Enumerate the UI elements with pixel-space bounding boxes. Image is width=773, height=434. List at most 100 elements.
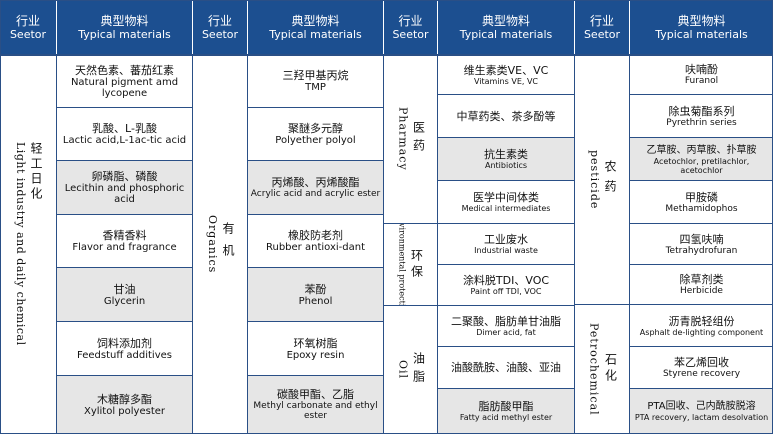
header-sector-en: Seetor	[392, 27, 429, 41]
header-materials-4: 典型物料 Typical materials	[630, 0, 773, 55]
material-row: 沥青脱轻组份 Asphalt de-lighting component	[630, 305, 773, 347]
material-en: Vitamins VE, VC	[473, 76, 539, 86]
material-row: 乙草胺、丙草胺、扑草胺 Acetochlor, pretilachlor, ac…	[630, 138, 773, 181]
material-zh: PTA回收、己内酰胺脱溶	[647, 401, 756, 412]
material-zh: 三羟甲基丙烷	[282, 69, 349, 82]
material-en: Styrene recovery	[662, 369, 741, 379]
header-sector-3: 行业 Seetor	[384, 0, 438, 55]
header-materials-en: Typical materials	[269, 27, 362, 41]
material-en: Rubber antioxi-dant	[266, 242, 365, 253]
material-zh: 涂料脱TDI、VOC	[462, 274, 550, 287]
material-zh: 苯乙烯回收	[674, 356, 729, 369]
sector-organics: 有机 Organics	[193, 55, 248, 434]
material-en: Herbicide	[680, 286, 723, 296]
material-en: Fatty acid methyl ester	[459, 413, 553, 422]
material-row: 聚醚多元醇 Polyether polyol	[248, 108, 384, 161]
material-zh: 除草剂类	[679, 273, 724, 286]
material-zh: 抗生素类	[484, 148, 528, 161]
material-en: Methamidophos	[665, 203, 738, 214]
material-row: 木糖醇多酯 Xylitol polyester	[57, 376, 193, 434]
material-en: Paint off TDI, VOC	[470, 287, 542, 296]
material-zh: 二聚酸、脂肪单甘油脂	[451, 315, 561, 328]
sector-petrochemical: 石化 Petrochemical	[575, 305, 630, 434]
material-zh: 碳酸甲酯、乙脂	[277, 388, 354, 401]
sector-petrochemical-zh: 石化	[603, 352, 618, 385]
header-materials-zh: 典型物料	[677, 13, 726, 28]
material-en: Phenol	[298, 295, 333, 307]
material-row: 天然色素、蕃茄红素 Natural pigment amd lycopene	[57, 55, 193, 108]
header-materials-en: Typical materials	[459, 27, 553, 41]
material-zh: 乳酸、L-乳酸	[92, 122, 157, 135]
material-en: Asphalt de-lighting component	[639, 327, 764, 337]
header-materials-1: 典型物料 Typical materials	[57, 0, 193, 55]
header-materials-zh: 典型物料	[100, 13, 149, 28]
material-zh: 丙烯酸、丙烯酸酯	[271, 176, 360, 189]
material-row: 医学中间体类 Medical intermediates	[438, 181, 575, 224]
material-row: 呋喃酚 Furanol	[630, 55, 773, 95]
material-en: Acrylic acid and acrylic ester	[250, 189, 381, 199]
material-row: 油酸酰胺、油酸、亚油	[438, 347, 575, 389]
material-en: Dimer acid, fat	[476, 328, 536, 337]
material-zh: 脂肪酸甲酯	[478, 400, 534, 413]
material-zh: 卵磷脂、磷酸	[91, 170, 158, 183]
material-zh: 油酸酰胺、油酸、亚油	[451, 361, 561, 374]
material-row: 橡胶防老剂 Rubber antioxi-dant	[248, 215, 384, 268]
header-materials-en: Typical materials	[655, 27, 748, 41]
material-zh: 四氢呋喃	[679, 232, 724, 246]
material-row: 四氢呋喃 Tetrahydrofuran	[630, 224, 773, 265]
material-zh: 环氧树脂	[293, 336, 338, 350]
header-materials-en: Typical materials	[78, 27, 171, 41]
material-en: Feedstuff additives	[77, 349, 172, 361]
material-zh: 医学中间体类	[473, 191, 539, 204]
material-row: 碳酸甲酯、乙脂 Methyl carbonate and ethyl ester	[248, 376, 384, 434]
sector-petrochemical-en: Petrochemical	[587, 322, 601, 416]
material-row: 二聚酸、脂肪单甘油脂 Dimer acid, fat	[438, 306, 575, 347]
header-materials-zh: 典型物料	[481, 13, 530, 28]
header-materials-zh: 典型物料	[291, 13, 340, 28]
material-row: 中草药类、茶多酚等	[438, 95, 575, 138]
material-row: 除草剂类 Herbicide	[630, 265, 773, 305]
material-zh: 除虫菊酯系列	[668, 104, 735, 118]
material-row: 除虫菊酯系列 Pyrethrin series	[630, 95, 773, 138]
header-sector-en: Seetor	[583, 27, 621, 41]
sector-environmental-en: Environmental protection	[397, 224, 407, 306]
header-sector-zh: 行业	[589, 13, 614, 28]
header-sector-4: 行业 Seetor	[575, 0, 630, 55]
material-row: 苯乙烯回收 Styrene recovery	[630, 347, 773, 389]
header-sector-zh: 行业	[15, 13, 40, 28]
material-zh: 工业废水	[484, 233, 528, 246]
material-row: 脂肪酸甲酯 Fatty acid methyl ester	[438, 389, 575, 434]
material-zh: 中草药类、茶多酚等	[456, 109, 556, 123]
material-zh: 苯酚	[304, 282, 327, 296]
material-zh: 橡胶防老剂	[288, 229, 343, 242]
material-en: Lactic acid,L-1ac-tic acid	[62, 135, 187, 146]
material-en: Flavor and fragrance	[72, 242, 177, 253]
material-row: PTA回收、己内酰胺脱溶 PTA recovery, lactam desolv…	[630, 389, 773, 434]
material-en: PTA recovery, lactam desolvation	[634, 413, 769, 422]
material-en: Glycerin	[103, 295, 146, 307]
material-row: 丙烯酸、丙烯酸酯 Acrylic acid and acrylic ester	[248, 161, 384, 215]
sector-organics-zh: 有机	[221, 221, 235, 266]
sector-pesticide: 农药 pesticide	[575, 55, 630, 305]
header-sector-zh: 行业	[398, 13, 423, 28]
header-materials-2: 典型物料 Typical materials	[248, 0, 384, 55]
sector-pharmacy: 医药 Pharmacy	[384, 55, 438, 224]
sector-environmental-zh: 环保	[409, 248, 424, 281]
material-en: Epoxy resin	[286, 349, 345, 361]
material-row: 涂料脱TDI、VOC Paint off TDI, VOC	[438, 265, 575, 306]
header-materials-3: 典型物料 Typical materials	[438, 0, 575, 55]
sector-pharmacy-zh: 医药	[411, 120, 426, 157]
material-en: Antibiotics	[484, 161, 528, 170]
sector-organics-en: Organics	[206, 214, 219, 274]
material-zh: 天然色素、蕃茄红素	[75, 63, 174, 77]
sector-oil: 油脂 Oil	[384, 306, 438, 434]
material-en: Industrial waste	[474, 246, 538, 255]
sector-oil-zh: 油脂	[411, 351, 426, 388]
material-zh: 聚醚多元醇	[288, 122, 343, 135]
material-zh: 木糖醇多酯	[97, 392, 152, 406]
material-row: 甲胺磷 Methamidophos	[630, 181, 773, 224]
material-zh: 沥青脱轻组份	[668, 314, 735, 328]
material-en: Lecithin and phosphoric acid	[64, 183, 185, 205]
material-zh: 乙草胺、丙草胺、扑草胺	[646, 144, 757, 156]
material-zh: 甲胺磷	[685, 190, 718, 204]
